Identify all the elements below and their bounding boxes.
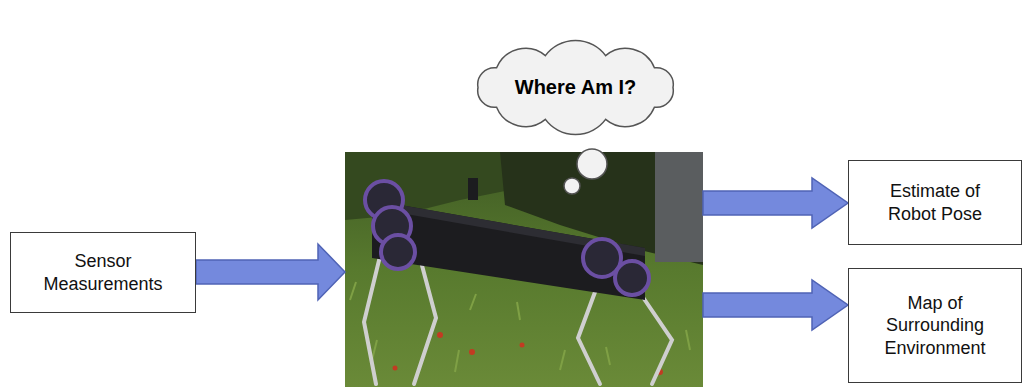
output-box: Estimate of Robot Pose: [848, 160, 1022, 245]
robot-photo: [345, 152, 703, 387]
cloud-path: [478, 40, 674, 134]
input-box: Sensor Measurements: [10, 232, 196, 313]
output-box: Map of Surrounding Environment: [848, 268, 1022, 383]
node-label: Estimate of Robot Pose: [865, 180, 1005, 225]
node-label: Sensor Measurements: [23, 250, 183, 295]
thought-bubbles: [564, 149, 607, 194]
block-arrows: [196, 178, 848, 330]
node-label: Where Am I?: [515, 75, 637, 100]
node-label: Map of Surrounding Environment: [870, 292, 1000, 360]
thought-cloud: Where Am I?: [463, 40, 688, 135]
